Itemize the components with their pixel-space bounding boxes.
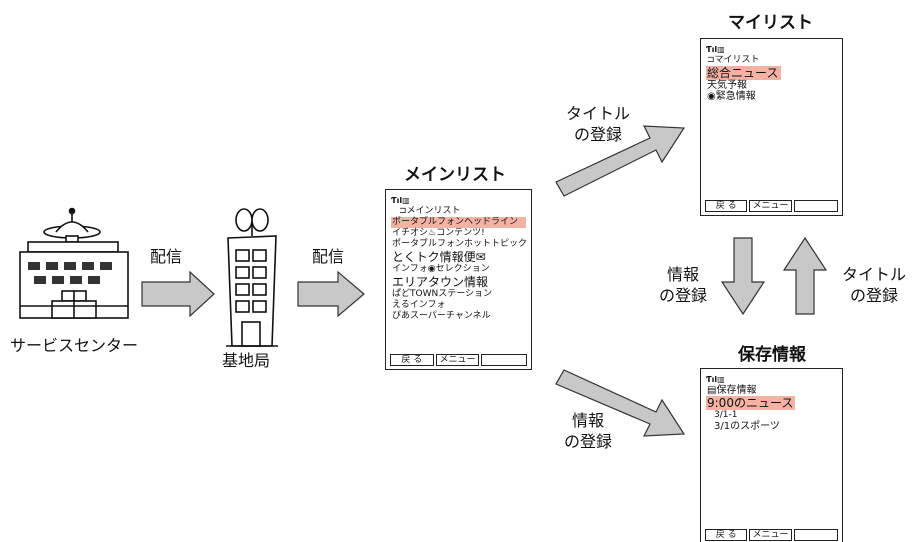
back-softkey[interactable]: 戻 る (390, 354, 434, 366)
list-item[interactable]: ぱどTOWNステーション (392, 289, 493, 299)
list-item[interactable]: えるインフォ (392, 300, 446, 310)
back-softkey[interactable]: 戻 る (705, 529, 748, 541)
title-register-label-upper: タイトル の登録 (558, 103, 638, 145)
list-item[interactable]: エリアタウン情報 (392, 275, 489, 289)
list-item[interactable]: ⊐マイリスト (707, 55, 760, 65)
list-item[interactable]: 3/1のスポーツ (714, 421, 780, 432)
status-bar: Ƭıl▥ (391, 196, 410, 205)
title-register-right-line1: タイトル (841, 265, 906, 284)
base-station-label: 基地局 (222, 351, 271, 370)
list-item[interactable]: 3/1-1 (714, 410, 738, 420)
down-arrow-icon (720, 237, 766, 316)
list-item[interactable]: 9:00のニュース (706, 396, 795, 410)
list-item[interactable]: イチオシ♨コンテンツ! (392, 228, 485, 238)
list-item[interactable]: 天気予報 (707, 80, 747, 91)
back-softkey[interactable]: 戻 る (705, 200, 748, 212)
list-item[interactable]: ぴあスーパーチャンネル (392, 311, 491, 321)
info-register-right-line1: 情報 (666, 265, 699, 284)
title-register-line2: の登録 (573, 125, 622, 144)
title-register-line1: タイトル (565, 104, 630, 123)
title-register-label-right: タイトル の登録 (832, 264, 916, 306)
softkey-bar: 戻 る メニュー (705, 529, 838, 541)
service-center-building-icon (19, 207, 129, 319)
list-item[interactable]: ▤保存情報 (707, 385, 757, 396)
diagonal-arrow-icon (555, 369, 686, 437)
menu-softkey[interactable]: メニュー (435, 354, 480, 366)
my-list-heading: マイリスト (728, 13, 813, 33)
diagonal-arrow-icon (555, 125, 686, 197)
right-arrow-icon (297, 270, 365, 318)
menu-softkey[interactable]: メニュー (749, 529, 792, 541)
status-bar: Ƭıl▥ (706, 45, 725, 54)
service-center-label: サービスセンター (10, 336, 139, 355)
status-bar: Ƭıl▥ (706, 375, 725, 384)
main-list-heading: メインリスト (404, 165, 506, 185)
info-register-label-right: 情報 の登録 (648, 264, 718, 306)
info-register-line2: の登録 (563, 432, 612, 451)
list-item[interactable]: インフォ◉セレクション (392, 264, 490, 274)
saved-info-heading: 保存情報 (738, 345, 806, 365)
list-item[interactable]: ポータブルフォンホットトピック (392, 239, 526, 249)
main-list-screen: Ƭıl▥ ⊐メインリスト ポータブルフォンヘッドライン イチオシ♨コンテンツ! … (385, 189, 532, 370)
menu-softkey[interactable]: メニュー (749, 200, 792, 212)
distribute-label-2: 配信 (312, 247, 345, 266)
softkey-bar: 戻 る メニュー (705, 200, 838, 212)
list-item[interactable]: とくトク情報便✉ (392, 250, 486, 264)
saved-info-screen: Ƭıl▥ ▤保存情報 9:00のニュース 3/1-1 3/1のスポーツ 戻 る … (700, 368, 843, 542)
right-arrow-icon (141, 270, 215, 318)
blank-softkey[interactable] (481, 354, 527, 366)
list-item[interactable]: 総合ニュース (706, 66, 781, 80)
blank-softkey[interactable] (793, 200, 838, 212)
blank-softkey[interactable] (793, 529, 838, 541)
softkey-bar: 戻 る メニュー (390, 354, 527, 366)
my-list-screen: Ƭıl▥ ⊐マイリスト 総合ニュース 天気予報 ◉緊急情報 戻 る メニュー (700, 38, 843, 216)
list-item[interactable]: ⊐メインリスト (399, 206, 461, 216)
list-item[interactable]: ◉緊急情報 (707, 91, 756, 102)
info-register-line1: 情報 (571, 411, 604, 430)
info-register-right-line2: の登録 (658, 286, 707, 305)
antenna-tower-icon (226, 208, 278, 347)
title-register-right-line2: の登録 (849, 286, 898, 305)
list-item[interactable]: ポータブルフォンヘッドライン (391, 217, 526, 228)
distribute-label-1: 配信 (150, 247, 183, 266)
info-register-label-lower: 情報 の登録 (558, 410, 618, 452)
up-arrow-icon (782, 236, 828, 315)
